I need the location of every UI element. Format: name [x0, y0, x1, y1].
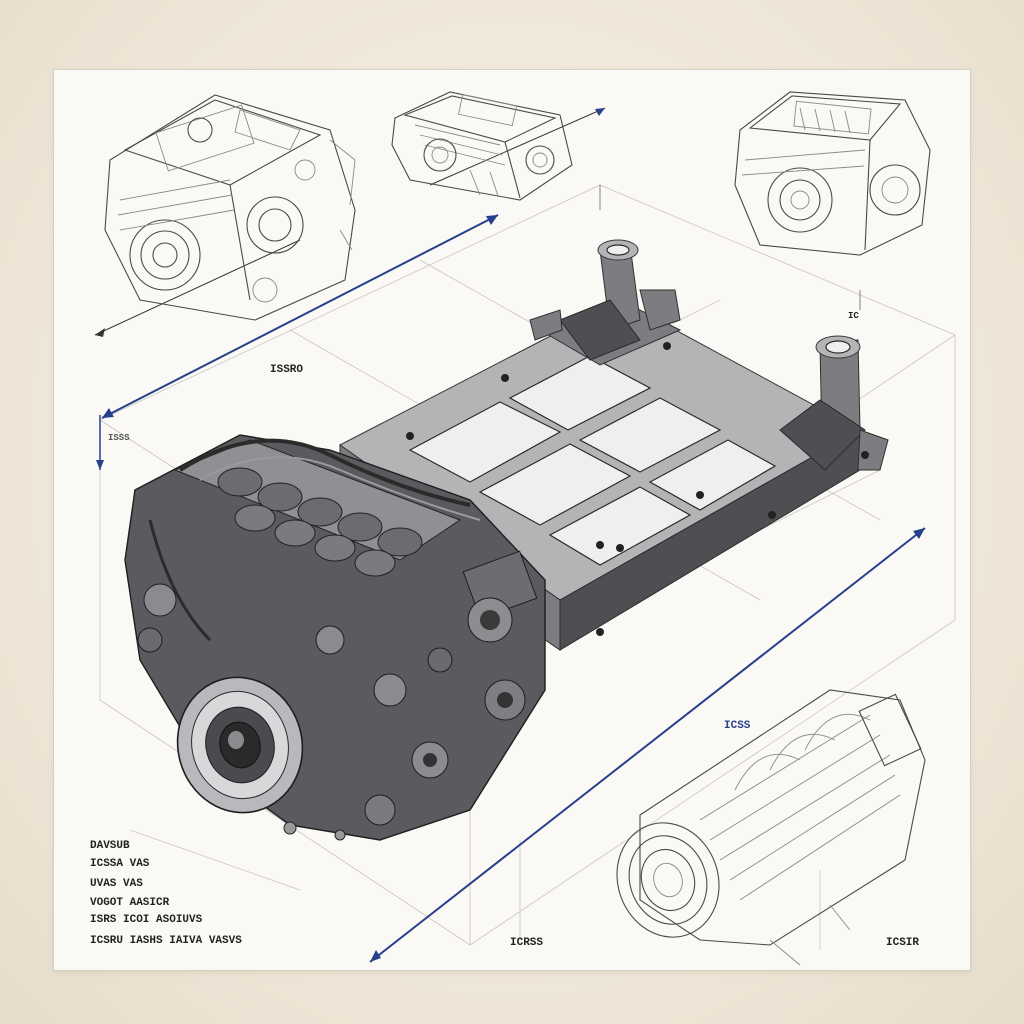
engine-sketch-top-left	[104, 94, 356, 321]
label-4: ICSIR	[886, 937, 919, 949]
label-3: ICRSS	[510, 937, 543, 949]
legend-line-2: ICSSA VAS	[90, 858, 150, 870]
label-1: ISSRO	[270, 364, 303, 376]
annotation-marks: ISSRO ISSS ICRSS ICSIR ICSS IC	[108, 311, 919, 949]
engine-block	[124, 434, 546, 841]
label-2: ISSS	[108, 433, 130, 443]
legend-line-3: UVAS VAS	[90, 878, 143, 890]
legend-block: DAVSUB ICSSA VAS UVAS VAS VOGOT AASICR I…	[90, 840, 242, 947]
label-6: IC	[848, 311, 859, 321]
transmission-sketch	[616, 689, 926, 966]
dimension-lines	[94, 107, 926, 963]
legend-line-4: VOGOT AASICR	[90, 897, 170, 909]
engine-sketch-top-center	[391, 91, 573, 201]
legend-line-5: ISRS ICOI ASOIUVS	[90, 914, 203, 926]
engine-sketch-top-right	[734, 91, 931, 256]
legend-line-1: DAVSUB	[90, 840, 130, 852]
legend-line-6: ICSRU IASHS IAIVA VASVS	[90, 935, 242, 947]
label-5: ICSS	[724, 720, 751, 732]
